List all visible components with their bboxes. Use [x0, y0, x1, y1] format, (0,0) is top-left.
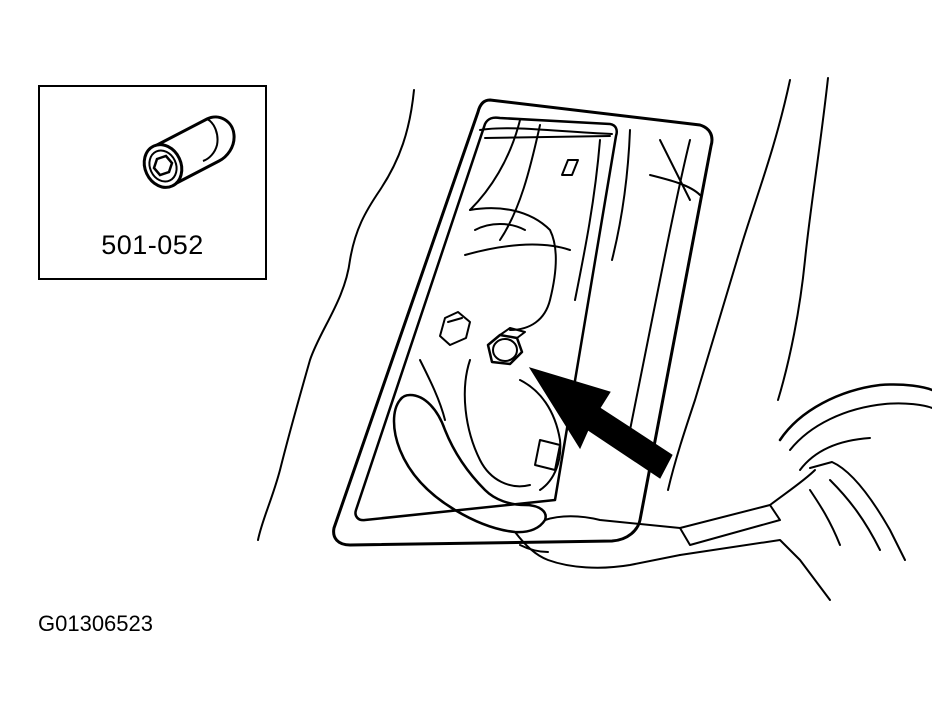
panel-outer — [332, 98, 714, 547]
figure-id: G01306523 — [38, 611, 153, 636]
body-contour-right-b — [777, 77, 829, 401]
clip-bracket — [439, 311, 471, 346]
special-tool-inset: 501-052 — [38, 85, 267, 280]
hand-outline — [392, 393, 547, 534]
socket-tool-icon — [142, 115, 236, 189]
wheel-arch — [778, 383, 932, 442]
body-contour-right-a — [667, 79, 791, 491]
bolt-head — [486, 327, 526, 366]
body-contour-left — [257, 89, 415, 541]
tool-part-number: 501-052 — [101, 230, 204, 260]
panel-inner — [354, 116, 618, 522]
